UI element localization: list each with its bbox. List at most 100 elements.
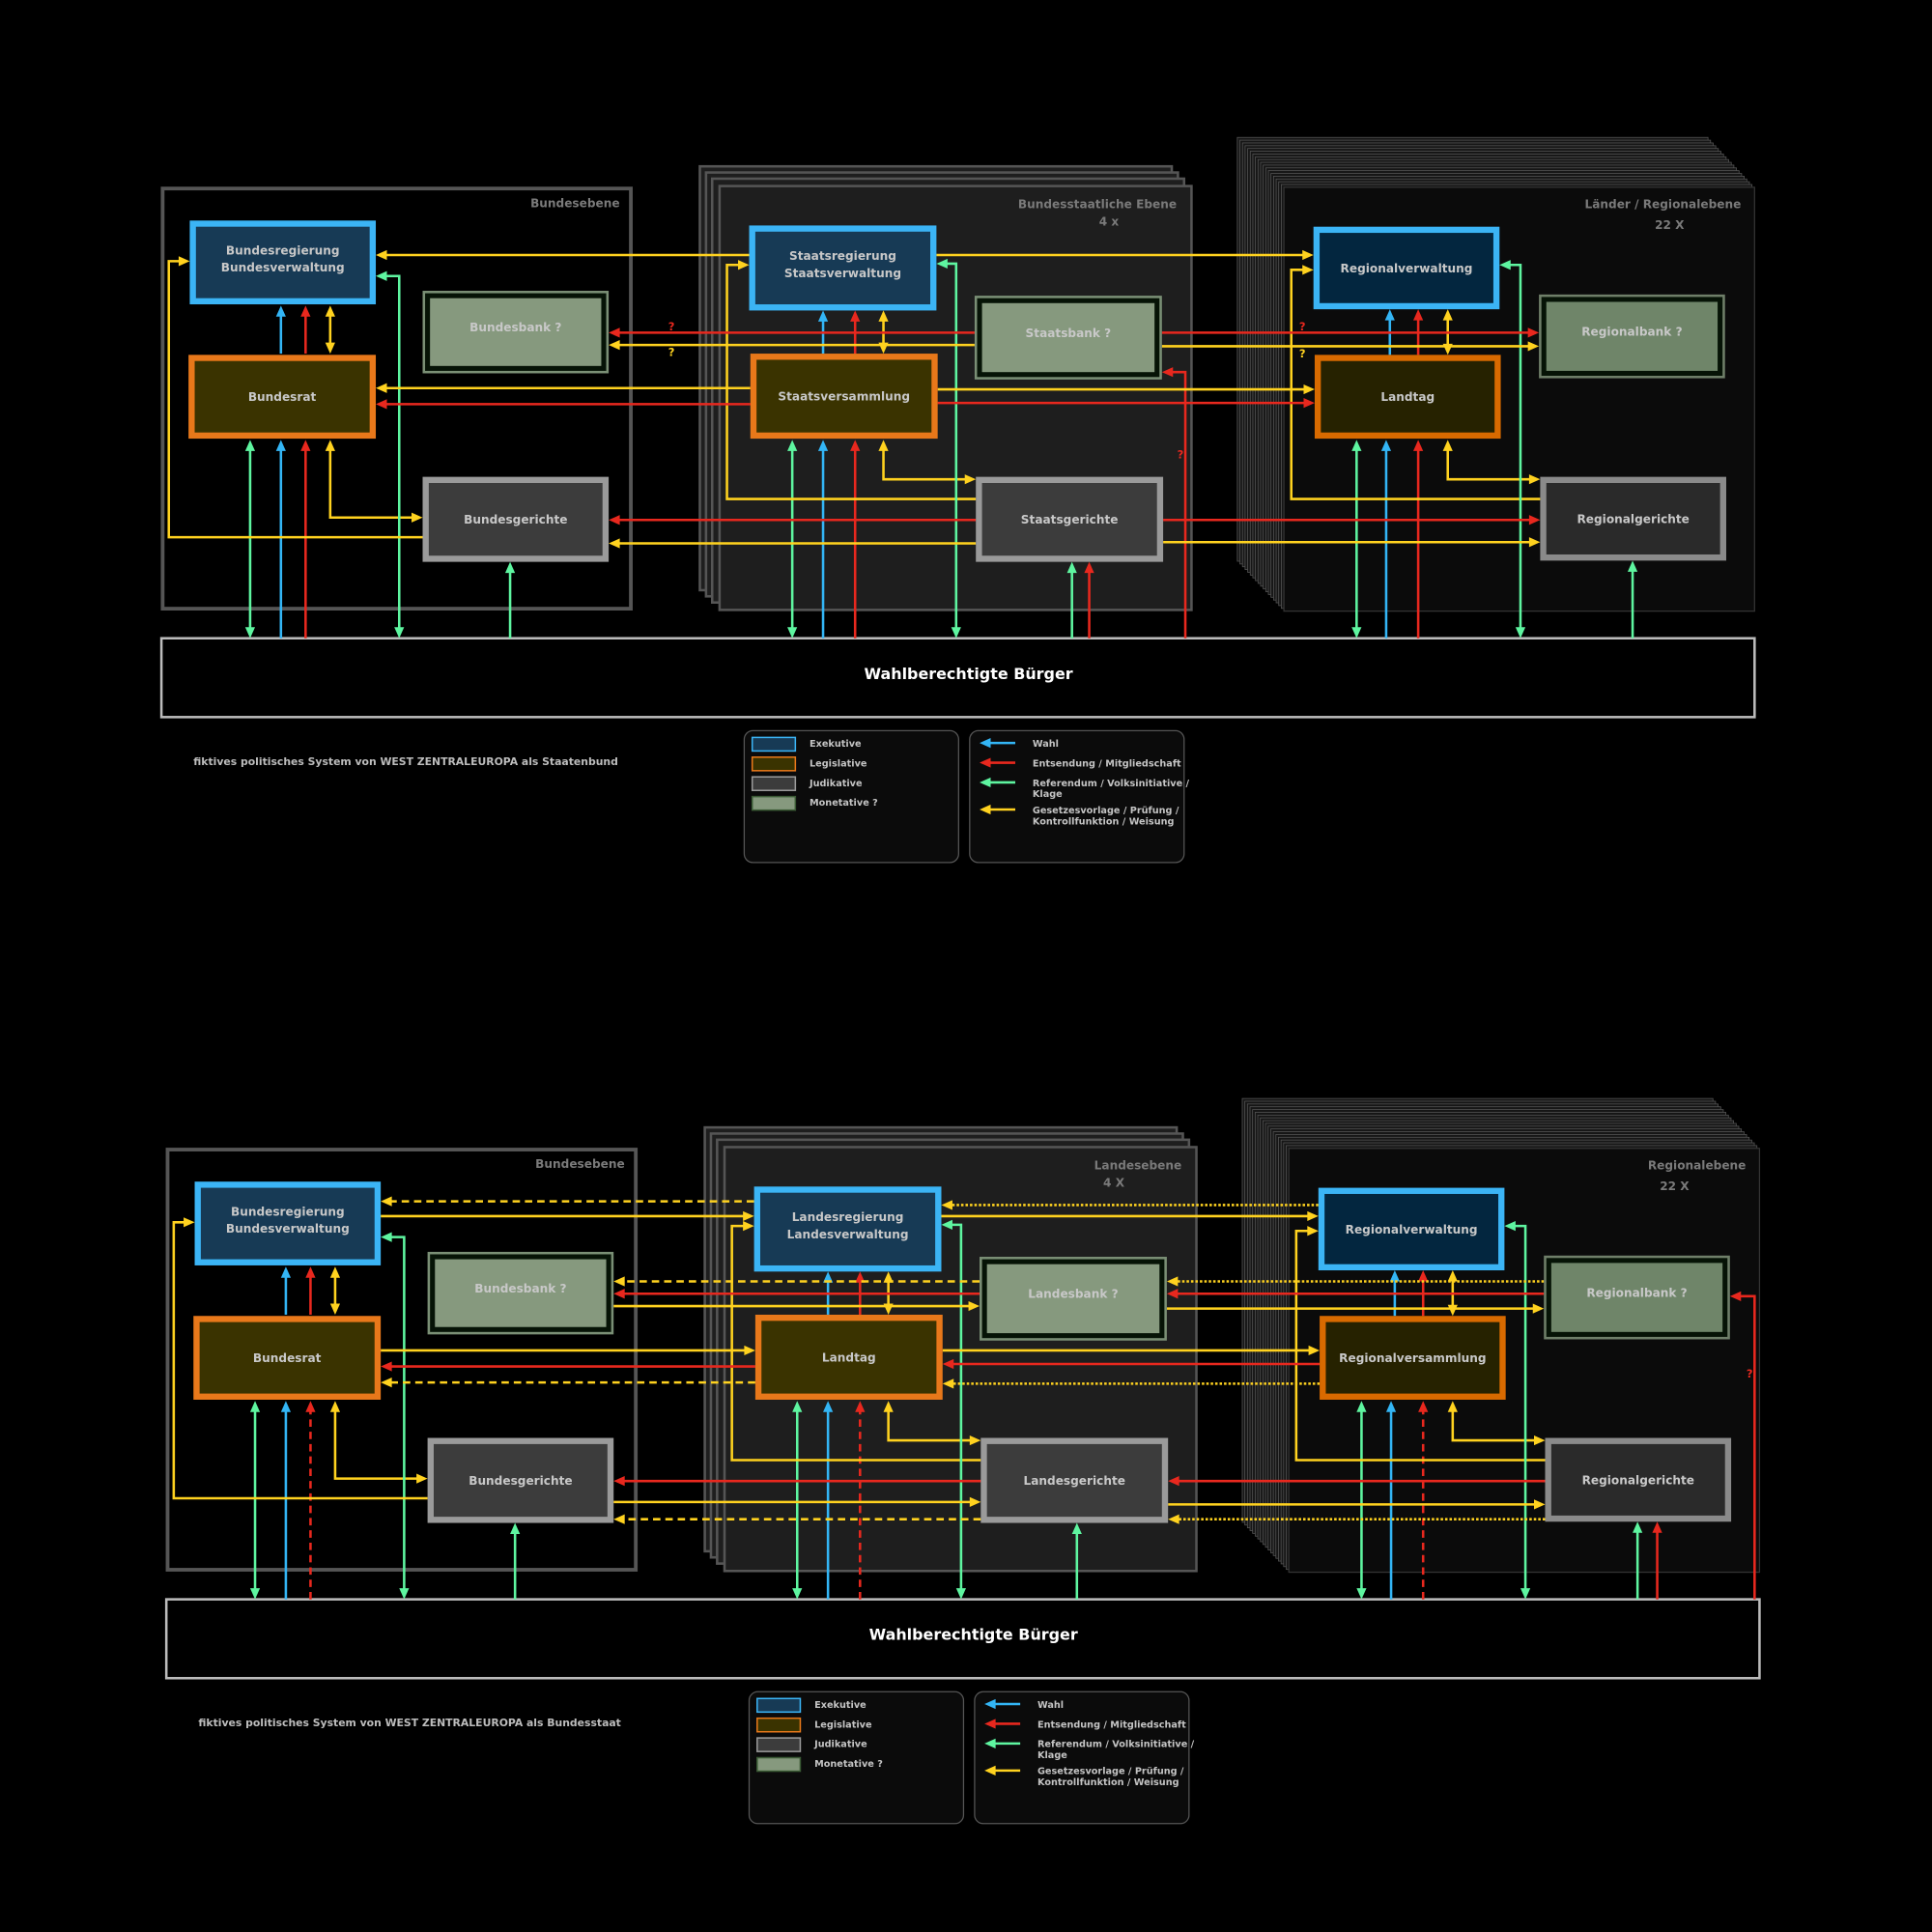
box-label: Staatsverwaltung [784, 267, 901, 280]
arrowhead [329, 1401, 341, 1412]
arrowhead [855, 1401, 866, 1412]
arrow-legislation [1163, 537, 1541, 548]
box-fill [1324, 1193, 1499, 1264]
arrow-legislation [730, 1221, 981, 1462]
box-label: Regionalversammlung [1339, 1351, 1486, 1365]
arrow-line [945, 262, 958, 630]
arrowhead [1534, 1435, 1546, 1446]
legend-label: Kontrollfunktion / Weisung [1033, 816, 1175, 827]
legend-item-judiciary: Judikative [751, 776, 863, 792]
box-label: Landesbank ? [1028, 1288, 1118, 1301]
arrowhead [376, 249, 387, 261]
level-title: Landesebene [1094, 1158, 1182, 1172]
arrow-referendum [249, 1401, 261, 1600]
arrow-election [275, 305, 286, 355]
arrowhead [1528, 474, 1541, 485]
arrow-election [980, 738, 1016, 749]
arrow-referendum [1504, 1221, 1531, 1600]
arrow-election [1384, 309, 1395, 355]
arrowhead [1447, 1270, 1458, 1282]
box-label: Bundesgerichte [469, 1474, 572, 1488]
arrow-delegation [381, 1361, 755, 1372]
legend-label: Monetative ? [814, 1759, 883, 1770]
legend-item-monetary: Monetative ? [756, 1756, 883, 1773]
arrow-line [887, 1409, 973, 1442]
arrow-line [1451, 1409, 1537, 1442]
monetary-box-st: Landesbank ? [980, 1257, 1167, 1341]
arrow-delegation [1729, 1291, 1756, 1600]
arrow-legislation [942, 1345, 1321, 1356]
level-title: Länder / Regionalebene [1585, 198, 1742, 212]
arrowhead [1303, 397, 1315, 409]
arrowhead [787, 627, 798, 639]
box-fill [986, 1443, 1162, 1518]
arrow-referendum [1071, 1522, 1082, 1600]
arrowhead [1351, 440, 1362, 451]
arrowhead [325, 305, 335, 317]
arrow-delegation [609, 327, 975, 338]
arrowhead [613, 1276, 625, 1287]
arrowhead [609, 340, 620, 351]
arrow-line [1170, 370, 1187, 639]
arrowhead [305, 1266, 316, 1278]
arrowhead [969, 1435, 981, 1446]
monetary-box-rg: Regionalbank ? [1544, 1255, 1730, 1340]
arrow-line [730, 1224, 981, 1462]
arrowhead [1413, 440, 1424, 451]
arrow-delegation [1166, 1289, 1545, 1299]
arrowhead [942, 1378, 954, 1389]
box-label: Bundesverwaltung [226, 1222, 350, 1236]
arrowhead [936, 258, 948, 270]
arrowhead [1442, 440, 1453, 451]
legend-item-arrow_delegation: Entsendung / Mitgliedschaft [984, 1719, 1186, 1730]
legend-item-monetary: Monetative ? [751, 795, 878, 811]
arrow-legislation [613, 1300, 980, 1312]
arrowhead [1447, 1401, 1458, 1412]
arrow-legislation [167, 256, 423, 539]
legend-label: Exekutive [814, 1700, 867, 1711]
arrow-referendum [941, 1219, 966, 1600]
box-label: Regionalverwaltung [1346, 1223, 1478, 1236]
box-label: Bundesbank ? [474, 1282, 566, 1295]
question-mark: ? [1747, 1367, 1753, 1380]
arrow-legislation [883, 1401, 981, 1446]
arrowhead [1384, 309, 1395, 321]
arrow-legislation [878, 440, 977, 485]
arrowhead [1633, 1521, 1643, 1533]
box-fill [428, 483, 603, 556]
arrow-election [817, 310, 829, 355]
arrowhead [1527, 341, 1540, 352]
arrowhead [823, 1401, 834, 1412]
arrowhead [249, 1401, 261, 1412]
box-fill [1546, 301, 1719, 371]
arrow-delegation [942, 1358, 1321, 1370]
arrowhead [850, 310, 861, 322]
arrow-referendum [984, 1738, 1021, 1748]
arrowhead [1528, 537, 1541, 548]
arrowhead [381, 1361, 392, 1372]
legend-item-legislative: Legislative [756, 1717, 872, 1733]
arrowhead [1356, 1401, 1367, 1412]
arrow-line [333, 1409, 419, 1480]
arrow-delegation [613, 1289, 980, 1299]
arrow-election [984, 1698, 1021, 1710]
box-fill [195, 226, 370, 298]
arrow-line [172, 1221, 428, 1500]
legend-item-arrow_election: Wahl [980, 738, 1059, 750]
arrowhead [376, 383, 387, 393]
arrowhead [609, 515, 620, 526]
arrow-legislation [376, 249, 750, 261]
arrowhead [275, 440, 286, 451]
arrowhead [399, 1588, 410, 1600]
arrow-legislation [381, 1210, 754, 1222]
box-label: Landesverwaltung [787, 1228, 909, 1241]
arrowhead [305, 1401, 316, 1412]
legend-swatch [756, 1717, 802, 1733]
arrowhead [244, 440, 256, 451]
box-label: Bundesbank ? [469, 321, 561, 334]
arrowhead [964, 474, 977, 485]
question-mark: ? [1299, 320, 1306, 333]
box-label: Bundesrat [253, 1351, 322, 1365]
arrowhead [325, 342, 335, 355]
